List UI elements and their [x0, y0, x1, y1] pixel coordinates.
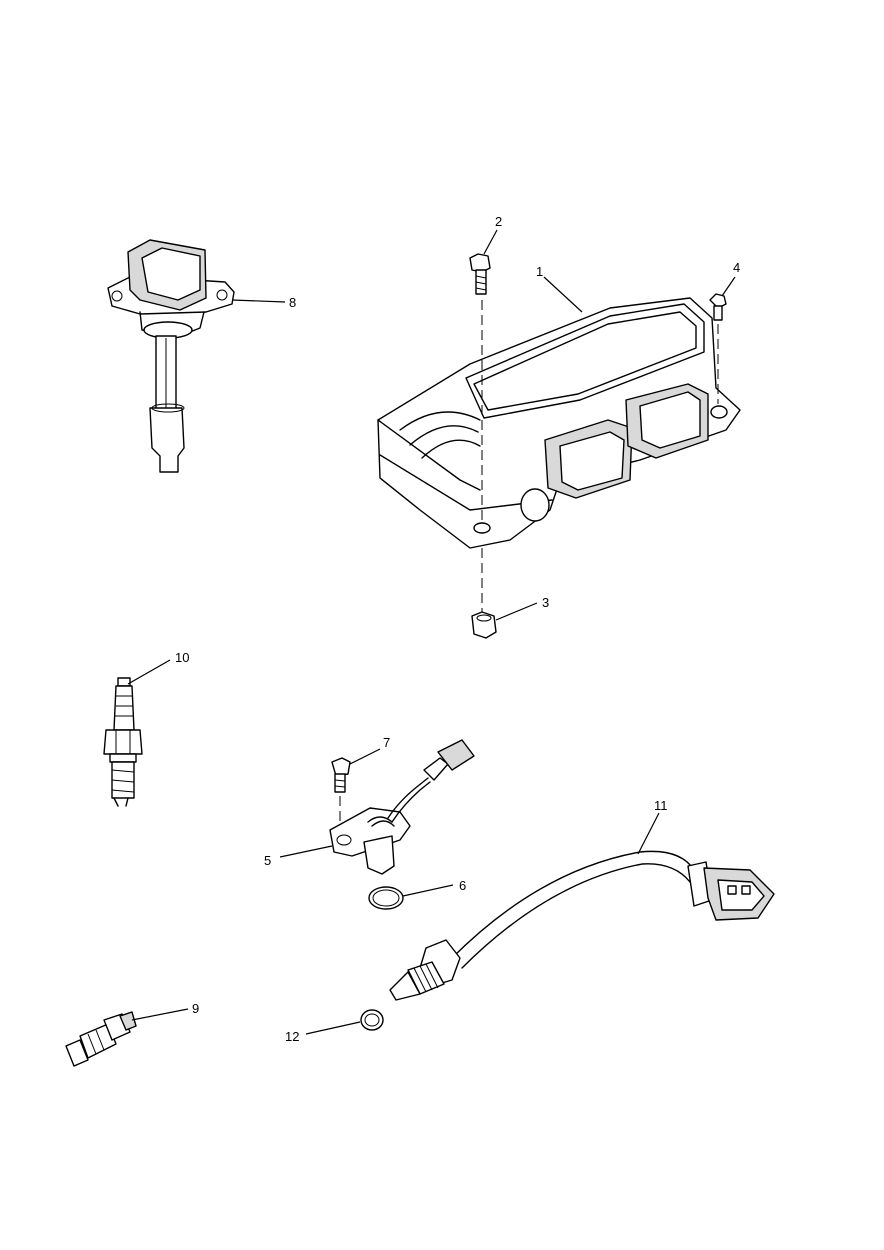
callout-7: 7 [383, 735, 390, 750]
bolt-part [469, 253, 491, 612]
ignition-coil-part [107, 239, 235, 473]
callout-6: 6 [459, 878, 466, 893]
callout-9: 9 [192, 1001, 199, 1016]
temperature-sensor-part [65, 1011, 137, 1067]
callout-1: 1 [536, 264, 543, 279]
callout-3: 3 [542, 595, 549, 610]
callout-2: 2 [495, 214, 502, 229]
o-ring-part [368, 886, 404, 910]
leader-lines [127, 229, 736, 1035]
sealing-washer-part [360, 1009, 384, 1031]
callout-8: 8 [289, 295, 296, 310]
callout-5: 5 [264, 853, 271, 868]
callout-labels: 1 2 3 4 5 6 7 8 9 10 11 12 [175, 214, 740, 1044]
crankshaft-sensor-part [329, 739, 475, 875]
callout-10: 10 [175, 650, 189, 665]
callout-11: 11 [654, 798, 668, 813]
callout-4: 4 [733, 260, 740, 275]
oxygen-sensor-part [389, 850, 775, 1001]
nut-part [471, 611, 497, 639]
spark-plug-part [103, 677, 143, 807]
callout-12: 12 [285, 1029, 299, 1044]
screw-part-4 [709, 293, 727, 404]
ecu-module-part [377, 297, 741, 549]
